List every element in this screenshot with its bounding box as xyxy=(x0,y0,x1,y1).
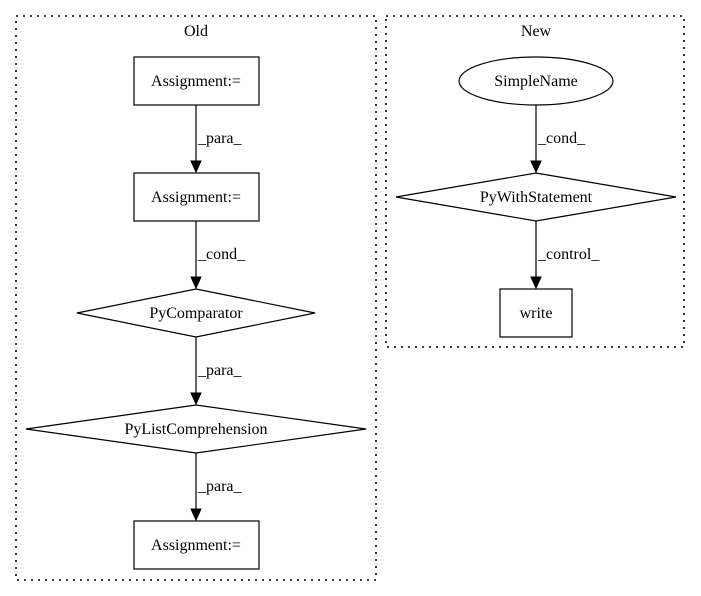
node-label: Assignment:= xyxy=(151,73,241,90)
edge-arrowhead xyxy=(190,392,202,406)
node-box xyxy=(133,172,260,222)
node-box xyxy=(133,520,260,570)
node-new-write: write xyxy=(499,288,573,338)
edge-label: _cond_ xyxy=(197,246,246,263)
cluster-old-title: Old xyxy=(184,23,208,40)
edge-label: _control_ xyxy=(537,246,600,263)
edge-label: _para_ xyxy=(197,362,243,379)
edge-old-listcomp-to-assign3: _para_ xyxy=(190,453,243,522)
node-label: PyWithStatement xyxy=(480,189,593,206)
node-diamond xyxy=(25,404,367,454)
edge-label: _para_ xyxy=(197,478,243,495)
node-label: Assignment:= xyxy=(151,189,241,206)
node-old-assignment-3: Assignment:= xyxy=(133,520,260,570)
node-old-pylistcomprehension: PyListComprehension xyxy=(25,404,367,454)
node-label: PyListComprehension xyxy=(124,421,267,438)
node-old-pycomparator: PyComparator xyxy=(76,288,316,338)
node-label: Assignment:= xyxy=(151,537,241,554)
edge-arrowhead xyxy=(190,276,202,290)
edge-arrowhead xyxy=(190,508,202,522)
cluster-new-border xyxy=(385,15,685,348)
edge-old-assign1-to-assign2: _para_ xyxy=(190,105,243,174)
edge-old-assign2-to-comparator: _cond_ xyxy=(190,221,246,290)
cluster-old: Old xyxy=(15,15,377,581)
node-label: SimpleName xyxy=(494,73,578,90)
node-old-assignment-1: Assignment:= xyxy=(133,56,260,106)
node-box xyxy=(499,288,573,338)
edge-label: _para_ xyxy=(197,130,243,147)
node-ellipse xyxy=(458,56,614,106)
node-diamond xyxy=(395,172,677,222)
edge-label: _cond_ xyxy=(537,130,586,147)
node-old-assignment-2: Assignment:= xyxy=(133,172,260,222)
node-label: PyComparator xyxy=(149,305,243,322)
node-box xyxy=(133,56,260,106)
edge-arrowhead xyxy=(530,160,542,174)
node-new-pywithstatement: PyWithStatement xyxy=(395,172,677,222)
node-label: write xyxy=(520,305,553,322)
node-diamond xyxy=(76,288,316,338)
edge-new-simplename-to-with: _cond_ xyxy=(530,105,586,174)
edge-arrowhead xyxy=(190,160,202,174)
node-new-simplename: SimpleName xyxy=(458,56,614,106)
cluster-new-title: New xyxy=(521,23,552,40)
edge-old-comparator-to-listcomp: _para_ xyxy=(190,337,243,406)
edge-arrowhead xyxy=(530,276,542,290)
edge-new-with-to-write: _control_ xyxy=(530,221,600,290)
cluster-new: New xyxy=(385,15,685,348)
